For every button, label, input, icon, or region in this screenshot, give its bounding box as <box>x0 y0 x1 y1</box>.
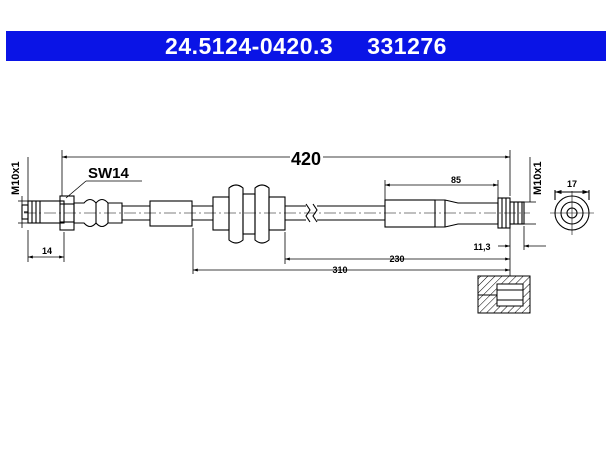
hose-outline <box>21 184 530 244</box>
dim-mid-left: 310 <box>332 265 347 275</box>
left-thread-label: M10x1 <box>10 161 22 195</box>
total-length: 420 <box>291 149 321 169</box>
dim-small: 11,3 <box>473 242 490 252</box>
part-number: 24.5124-0420.3 <box>165 32 334 59</box>
crimp-sleeve <box>73 198 123 228</box>
left-thread-fitting <box>27 200 65 224</box>
end-view <box>550 190 594 235</box>
reference-number: 331276 <box>367 32 447 59</box>
dim-right-end: 85 <box>451 175 461 185</box>
wrench-size: SW14 <box>88 165 130 182</box>
right-thread-label: M10x1 <box>532 161 544 195</box>
hose-sleeve-left <box>149 200 193 227</box>
bracket-flange-left <box>228 184 244 244</box>
hose-sleeve-right <box>384 199 436 228</box>
section-detail <box>477 275 531 314</box>
dim-left-stub: 14 <box>42 246 52 256</box>
dim-diameter: 17 <box>567 179 577 189</box>
title-bar: 24.5124-0420.3 331276 <box>6 31 606 61</box>
bracket-flange-right <box>254 184 270 244</box>
dim-mid-right: 230 <box>389 254 404 264</box>
dimension-lines <box>18 150 546 276</box>
